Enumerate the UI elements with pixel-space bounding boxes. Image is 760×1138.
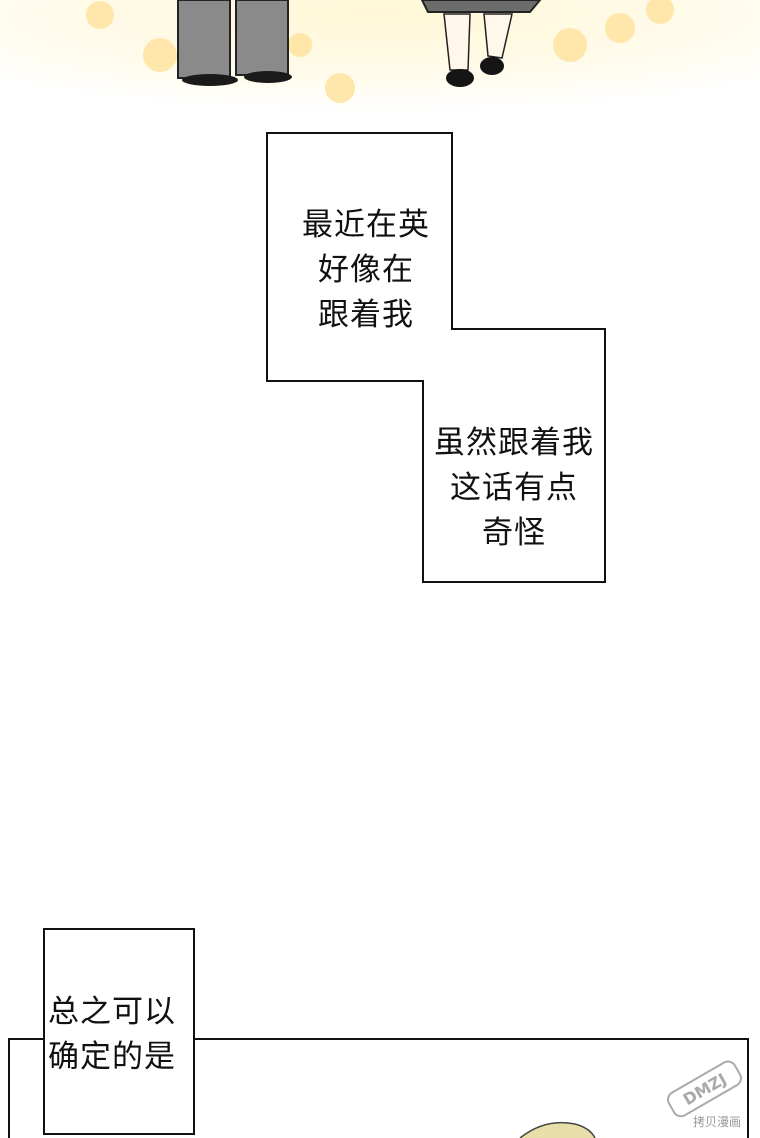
caption-text-1: 最近在英 好像在 跟着我 bbox=[302, 207, 430, 333]
watermark-logo: DMZJ bbox=[667, 1060, 742, 1118]
watermark-text: 拷贝漫画 bbox=[693, 1115, 742, 1129]
comic-illustration-top bbox=[0, 0, 760, 140]
caption-text-2: 虽然跟着我 这话有点 奇怪 bbox=[434, 425, 594, 551]
caption-text-3: 总之可以 确定的是 bbox=[48, 994, 176, 1075]
flower-decoration bbox=[86, 0, 674, 103]
character-legs-left bbox=[177, 0, 292, 86]
hair-sketch bbox=[519, 1121, 596, 1138]
character-legs-right bbox=[420, 0, 542, 87]
